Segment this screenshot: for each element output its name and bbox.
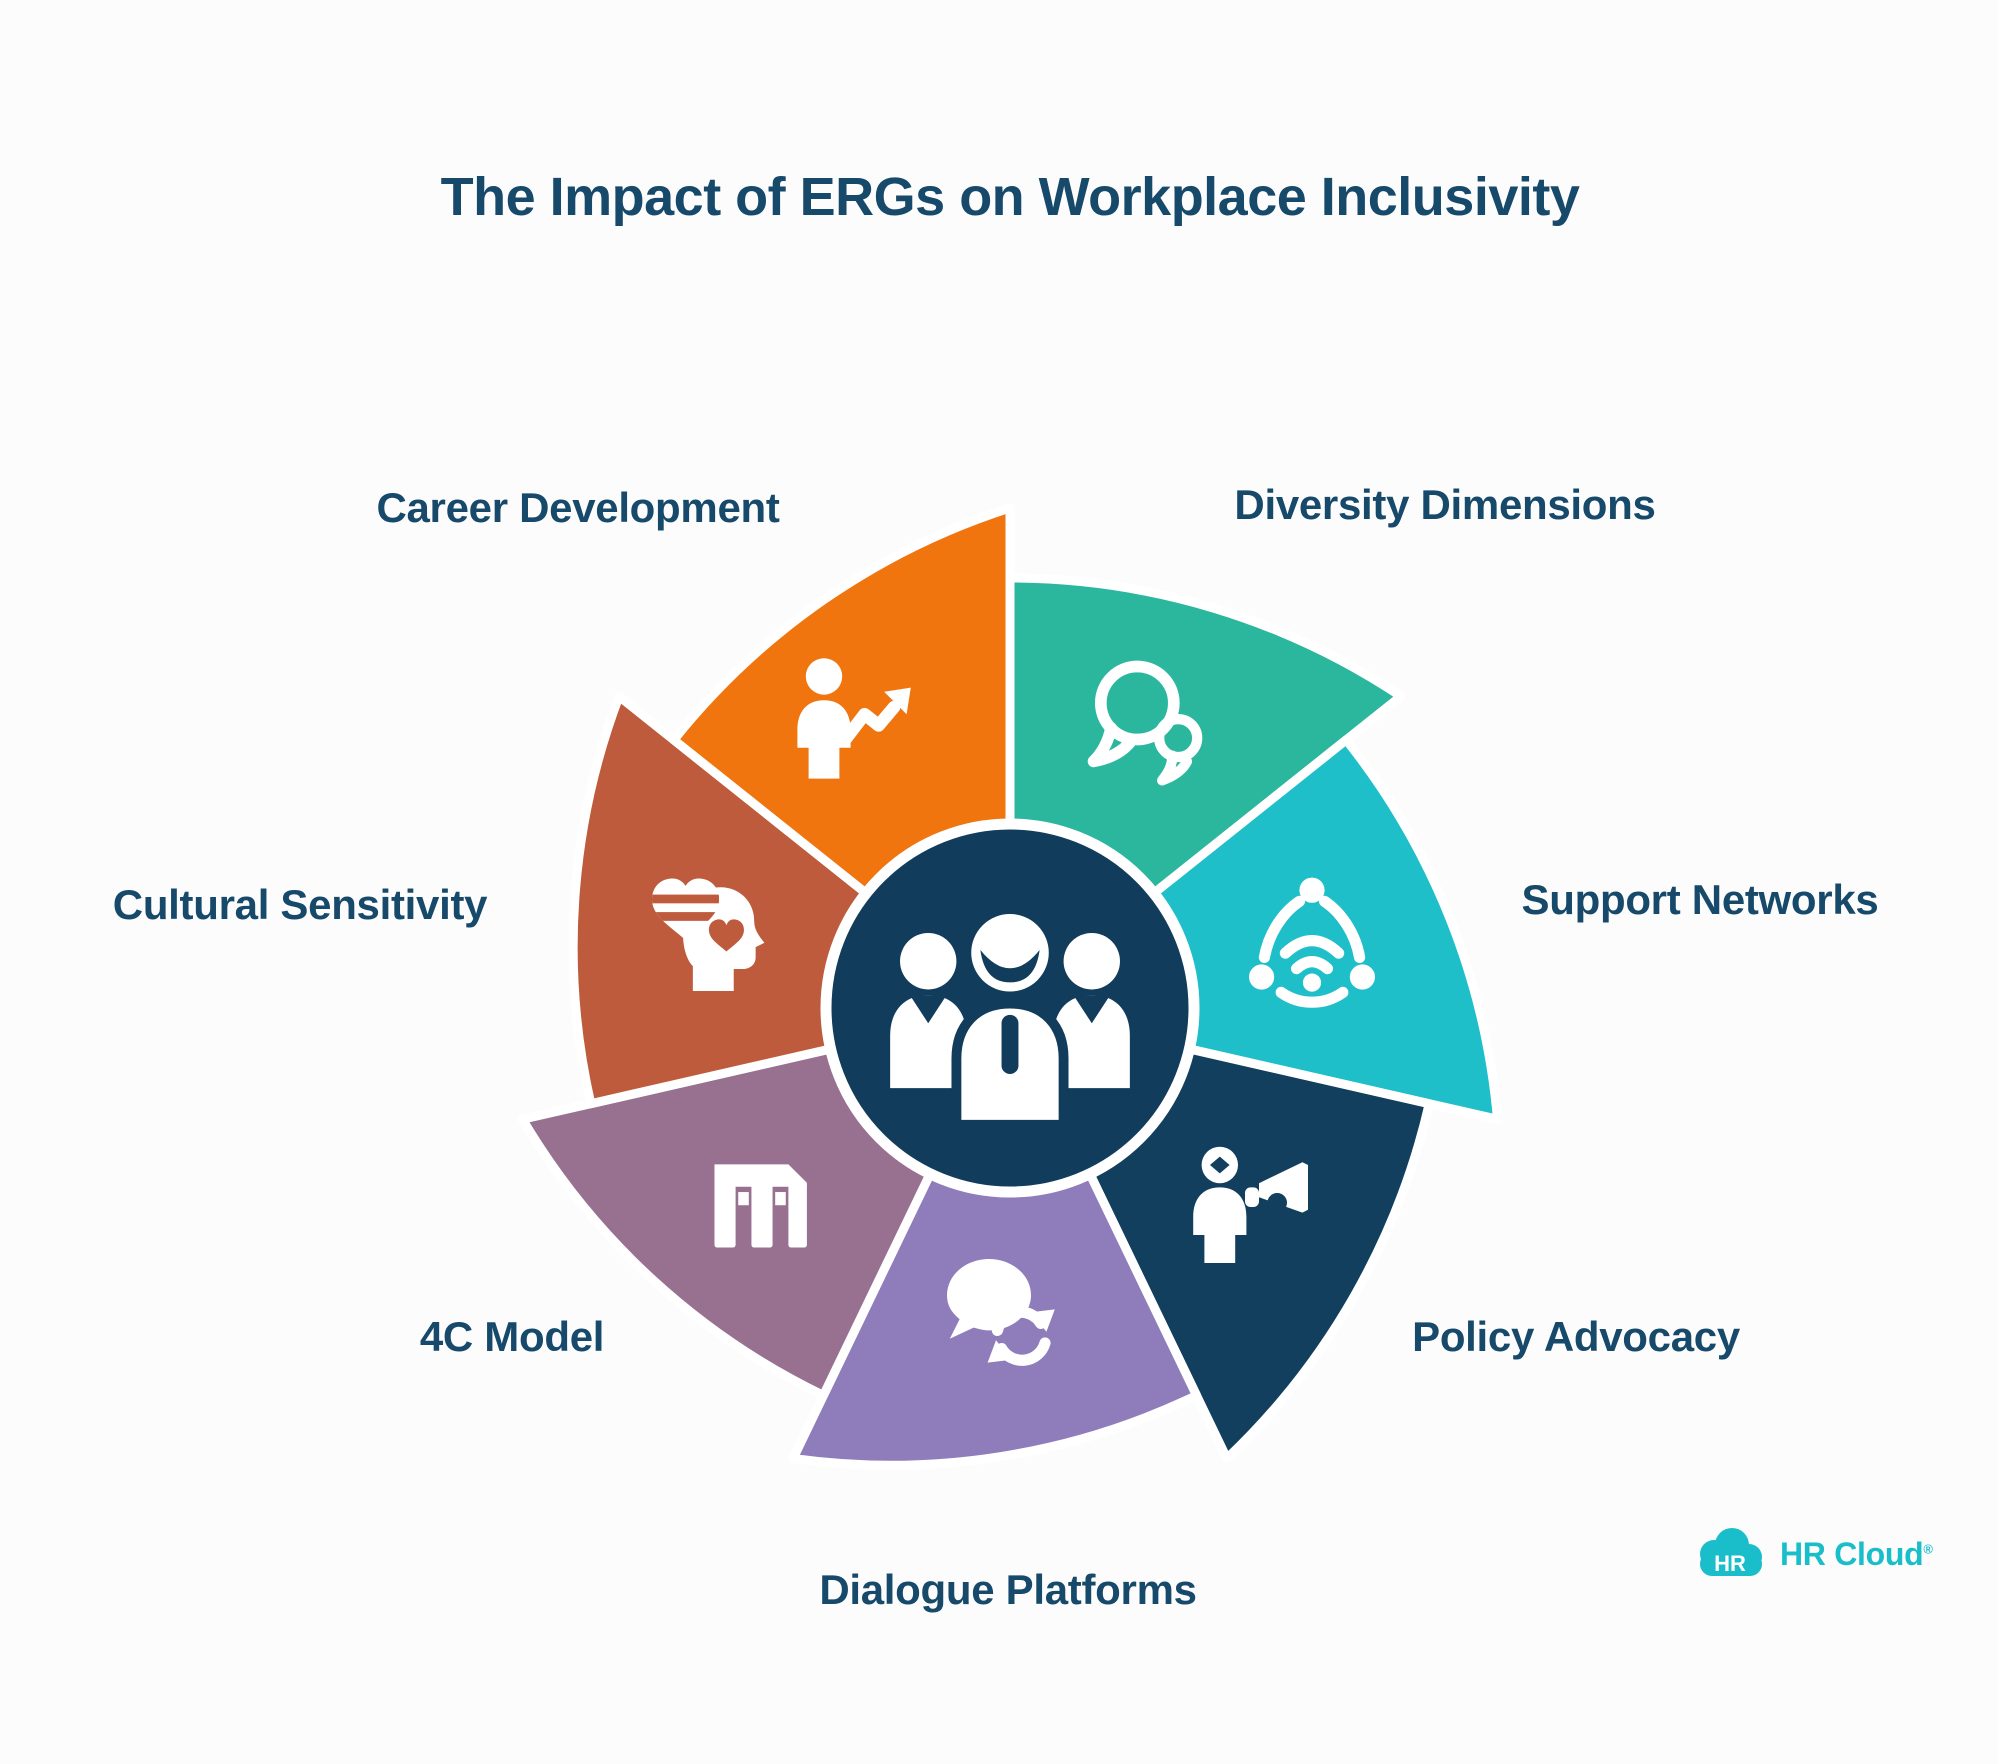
hr-cloud-logo: HR HR Cloud® bbox=[1692, 1526, 1933, 1582]
connected-network-icon bbox=[1242, 872, 1382, 1012]
infographic-title: The Impact of ERGs on Workplace Inclusiv… bbox=[440, 167, 1580, 227]
segment-label-policy-advocacy: Policy Advocacy bbox=[1412, 1313, 1740, 1360]
head-heart-icon bbox=[633, 861, 779, 1007]
segment-label-cultural-sensitivity: Cultural Sensitivity bbox=[112, 881, 488, 928]
hr-cloud-badge-text: HR bbox=[1714, 1551, 1746, 1576]
team-people-icon bbox=[869, 871, 1151, 1153]
segment-label-4c-model: 4C Model bbox=[419, 1313, 605, 1360]
person-megaphone-icon bbox=[1182, 1137, 1322, 1277]
wheel-segment-dialogue-platforms bbox=[788, 1003, 1202, 1470]
segment-label-dialogue-platforms: Dialogue Platforms bbox=[819, 1566, 1197, 1613]
hr-cloud-badge-icon: HR bbox=[1700, 1528, 1762, 1576]
registered-mark: ® bbox=[1923, 1540, 1933, 1556]
speech-sync-icon bbox=[933, 1245, 1073, 1385]
segment-label-diversity-dimensions: Diversity Dimensions bbox=[1234, 481, 1656, 528]
hr-cloud-logo-name: HR Cloud® bbox=[1780, 1535, 1933, 1572]
segment-label-support-networks: Support Networks bbox=[1521, 876, 1879, 923]
chat-bubbles-icon bbox=[1076, 649, 1222, 795]
segment-label-career-development: Career Development bbox=[376, 484, 780, 531]
person-growth-icon bbox=[782, 654, 922, 794]
building-columns-icon bbox=[696, 1130, 828, 1262]
